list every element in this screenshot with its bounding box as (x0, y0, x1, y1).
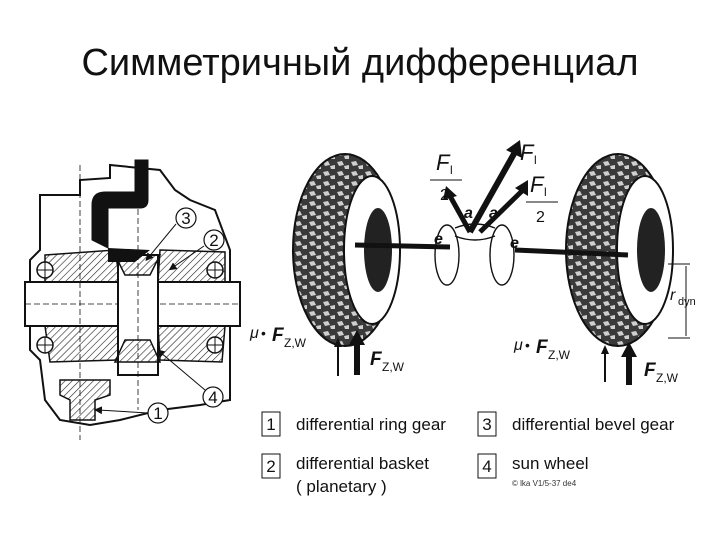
half-left: 2 (440, 187, 449, 204)
dot-left: • (261, 325, 266, 341)
legend-text-1: differential ring gear (296, 415, 446, 434)
legend: 1 differential ring gear 2 differential … (261, 411, 675, 496)
legend-num-1: 1 (266, 415, 275, 434)
callout-4: 4 (208, 388, 217, 407)
bearing-icon (36, 261, 224, 354)
mu-left: μ (249, 325, 259, 342)
legend-text-4: sun wheel (512, 454, 589, 473)
lever-a-right: a (489, 205, 498, 222)
differential-cross-section: 3 2 4 1 (24, 159, 241, 440)
axle-wheels-diagram: F l 2 F l F l 2 a a e e μ • F Z,W F Z,W … (249, 140, 696, 385)
callout-3: 3 (181, 209, 190, 228)
legend-text-3: differential bevel gear (512, 415, 675, 434)
callout-1: 1 (153, 404, 162, 423)
legend-num-4: 4 (482, 457, 491, 476)
offset-e-right: e (510, 235, 519, 252)
copyright-note: © lka V1/5-37 de4 (512, 479, 577, 488)
legend-text-2: differential basket (296, 454, 429, 473)
legend-num-2: 2 (266, 457, 275, 476)
legend-num-3: 3 (482, 415, 491, 434)
mu-F-left-sub: Z,W (284, 336, 307, 350)
Fz-left: F (370, 349, 383, 370)
force-F-total-label: F (520, 140, 535, 165)
mu-F-left: F (272, 325, 285, 346)
mu-right: μ (513, 337, 523, 354)
r-dyn-label: r (670, 287, 676, 304)
r-dyn-sub: dyn (678, 296, 696, 308)
force-subscript-right: l (544, 185, 547, 199)
offset-e-left: e (434, 231, 443, 248)
Fz-left-sub: Z,W (382, 360, 405, 374)
callout-2: 2 (209, 231, 218, 250)
half-right: 2 (536, 209, 545, 226)
right-wheel-icon (565, 153, 674, 347)
legend-text-2b: ( planetary ) (296, 477, 387, 496)
lever-a-left: a (464, 205, 473, 222)
force-subscript-left: l (450, 163, 453, 177)
mu-F-right: F (536, 337, 549, 358)
force-F-right-label: F (530, 172, 545, 197)
slide-title: Симметричный дифференциал (81, 42, 639, 84)
Fz-right-sub: Z,W (656, 371, 679, 385)
left-wheel-icon (292, 153, 401, 347)
Fz-right: F (644, 360, 657, 381)
dot-right: • (525, 337, 530, 353)
mu-F-right-sub: Z,W (548, 348, 571, 362)
force-F-left-label: F (436, 150, 451, 175)
force-subscript-total: l (534, 153, 537, 167)
